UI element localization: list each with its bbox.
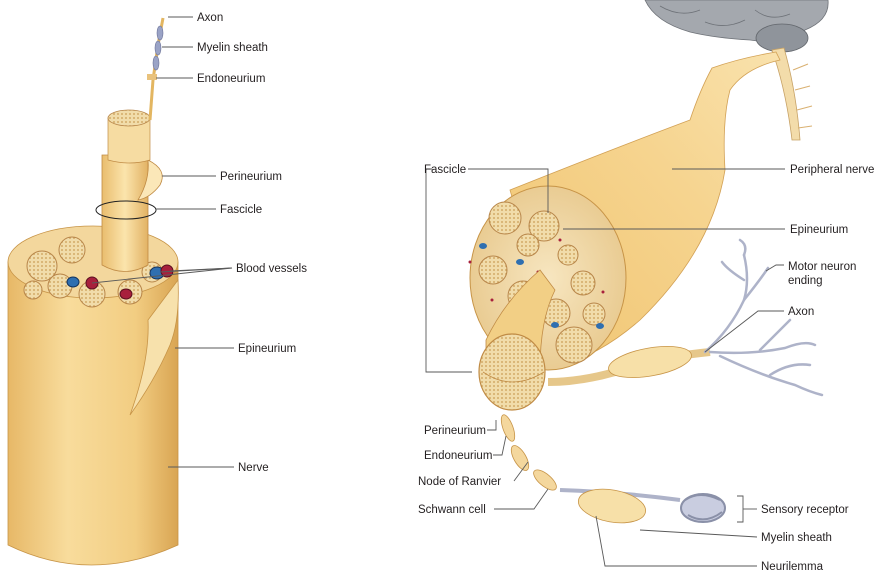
motor-neuron-ending bbox=[703, 238, 824, 397]
right-leader-lines bbox=[425, 168, 785, 567]
label-neurilemma: Neurilemma bbox=[761, 561, 824, 573]
schwann-cell-sensory bbox=[578, 488, 646, 524]
rising-fascicle bbox=[101, 154, 149, 272]
label-epineurium-right: Epineurium bbox=[790, 224, 848, 236]
label-endoneurium: Endoneurium bbox=[197, 73, 265, 85]
epineurium-flap bbox=[129, 278, 179, 416]
label-axon-right: Axon bbox=[788, 306, 814, 318]
label-epineurium: Epineurium bbox=[238, 343, 296, 355]
fascicle-end bbox=[478, 333, 546, 411]
myelin-segments bbox=[152, 25, 164, 71]
label-motor-neuron-line1: Motor neuron bbox=[788, 261, 856, 273]
label-peripheral-nerve: Peripheral nerve bbox=[790, 164, 874, 176]
schwann-cell-motor bbox=[608, 346, 692, 378]
label-schwann-cell: Schwann cell bbox=[418, 504, 486, 516]
nerve-cylinder bbox=[7, 261, 179, 566]
brain-and-spinal-cord bbox=[644, 0, 829, 141]
sensory-axon bbox=[500, 414, 557, 491]
cerebellum bbox=[755, 23, 809, 53]
label-perineurium-right: Perineurium bbox=[424, 425, 486, 437]
label-nerve: Nerve bbox=[238, 462, 269, 474]
perineurium-flap bbox=[137, 159, 163, 201]
label-blood-vessels: Blood vessels bbox=[236, 263, 307, 275]
label-perineurium: Perineurium bbox=[220, 171, 282, 183]
label-fascicle-right: Fascicle bbox=[424, 164, 466, 176]
spinal-cord bbox=[771, 47, 801, 141]
label-fascicle: Fascicle bbox=[220, 204, 262, 216]
right-labels: Fascicle Peripheral nerve Epineurium Mot… bbox=[418, 164, 874, 573]
label-myelin-sheath: Myelin sheath bbox=[197, 42, 268, 54]
fascicle-ring bbox=[95, 200, 157, 220]
label-node-of-ranvier: Node of Ranvier bbox=[418, 476, 501, 488]
label-sensory-receptor: Sensory receptor bbox=[761, 504, 849, 516]
left-labels: Axon Myelin sheath Endoneurium Perineuri… bbox=[197, 12, 307, 474]
label-myelin-sheath-right: Myelin sheath bbox=[761, 532, 832, 544]
left-leader-lines bbox=[91, 16, 234, 468]
left-nerve-illustration bbox=[7, 17, 179, 566]
label-axon: Axon bbox=[197, 12, 223, 24]
label-endoneurium-right: Endoneurium bbox=[424, 450, 492, 462]
axon-bundle bbox=[107, 117, 151, 164]
label-motor-neuron-line2: ending bbox=[788, 275, 823, 287]
sensory-receptor bbox=[680, 493, 726, 523]
